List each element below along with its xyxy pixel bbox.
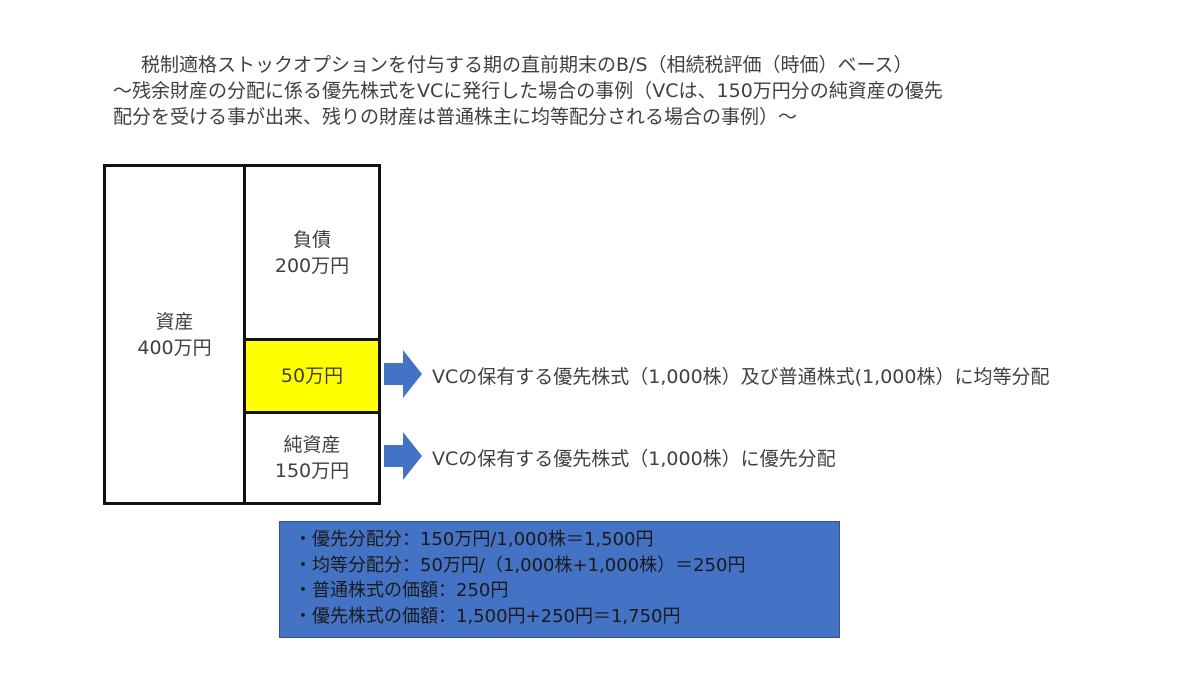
liabilities-amount: 200万円	[274, 254, 350, 277]
liabilities-cell: 負債 200万円	[246, 167, 378, 341]
assets-cell: 資産 400万円	[106, 167, 246, 502]
title-line-2: ～残余財産の分配に係る優先株式をVCに発行した場合の事例（VCは、150万円分の…	[113, 80, 943, 102]
preferred-distribution-note: VCの保有する優先株式（1,000株）に優先分配	[432, 448, 836, 470]
right-arrow-icon	[384, 350, 422, 398]
net-assets-label: 純資産	[283, 434, 341, 456]
assets-amount: 400万円	[137, 336, 212, 359]
calc-line: ・優先分配分：150万円/1,000株＝1,500円	[294, 529, 654, 550]
calculation-box: ・優先分配分：150万円/1,000株＝1,500円 ・均等分配分：50万円/（…	[279, 521, 840, 638]
diagram-title: 税制適格ストックオプションを付与する期の直前期末のB/S（相続税評価（時価）ベー…	[113, 52, 1113, 130]
liabilities-label: 負債	[292, 228, 331, 251]
calc-line: ・優先株式の価額：1,500円+250円＝1,750円	[294, 605, 681, 627]
title-line-3: 配分を受ける事が出来、残りの財産は普通株主に均等配分される場合の事例）～	[113, 106, 798, 128]
net-assets-cell: 純資産 150万円	[246, 414, 378, 502]
equal-distribution-note: VCの保有する優先株式（1,000株）及び普通株式(1,000株）に均等分配	[432, 366, 1050, 388]
right-arrow-icon	[384, 432, 422, 480]
surplus-amount: 50万円	[280, 365, 344, 387]
calc-line: ・均等分配分：50万円/（1,000株+1,000株）＝250円	[294, 554, 746, 576]
net-assets-amount: 150万円	[274, 460, 350, 482]
assets-label: 資産	[155, 310, 194, 333]
surplus-cell: 50万円	[246, 341, 378, 414]
title-line-1: 税制適格ストックオプションを付与する期の直前期末のB/S（相続税評価（時価）ベー…	[141, 54, 913, 76]
calc-line: ・普通株式の価額：250円	[294, 580, 509, 601]
balance-sheet: 資産 400万円 負債 200万円 50万円 純資産 150万円	[103, 164, 381, 505]
